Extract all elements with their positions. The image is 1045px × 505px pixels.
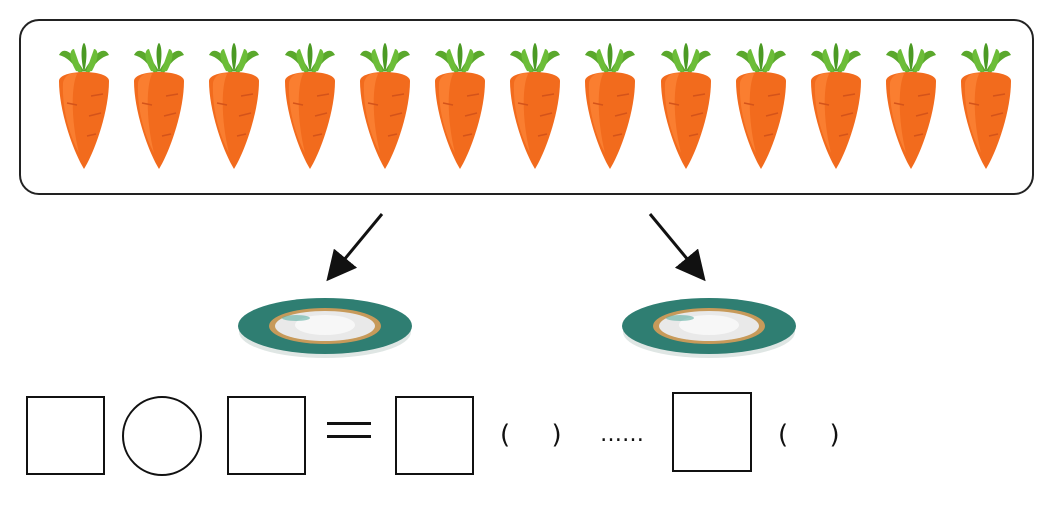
carrot-icon — [886, 43, 937, 169]
equals-sign — [327, 422, 371, 440]
carrot-icon — [134, 43, 185, 169]
carrot-icon — [660, 43, 711, 169]
carrot-icon — [510, 43, 561, 169]
unit-paren-1[interactable]: ( ) — [500, 420, 562, 450]
carrot-icon — [59, 43, 109, 169]
carrot-box — [19, 19, 1034, 195]
plate-icon — [238, 298, 412, 358]
plate-icon — [622, 298, 796, 358]
carrot-icon — [811, 43, 861, 169]
answer-box-1[interactable] — [26, 396, 105, 475]
arrow-left — [326, 213, 384, 282]
unit-paren-2[interactable]: ( ) — [778, 420, 840, 450]
answer-box-2[interactable] — [227, 396, 306, 475]
remainder-dots: …… — [600, 422, 644, 447]
arrows — [326, 213, 706, 282]
carrot-icon — [961, 43, 1012, 169]
answer-box-4[interactable] — [672, 392, 752, 472]
answer-box-3[interactable] — [395, 396, 474, 475]
carrot-icon — [735, 43, 786, 169]
carrot-icon — [209, 43, 260, 169]
operator-circle[interactable] — [122, 396, 202, 476]
carrot-icon — [284, 43, 335, 169]
carrot-icon — [585, 43, 636, 169]
arrow-right — [648, 213, 706, 282]
carrot-icon — [359, 43, 410, 169]
carrot-icon — [435, 43, 485, 169]
